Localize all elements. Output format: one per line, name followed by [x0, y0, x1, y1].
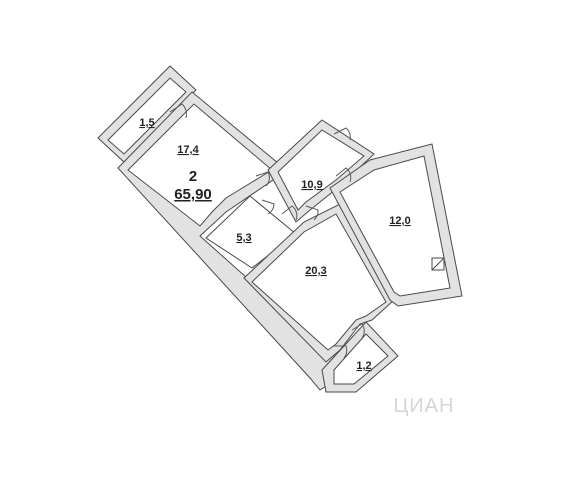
- room-large-area: [127, 103, 273, 227]
- balcony-top: [97, 65, 197, 163]
- label-room-center: 20,3: [305, 265, 326, 277]
- label-rooms-count: 2: [189, 168, 197, 185]
- label-hall: 10,9: [301, 179, 322, 191]
- label-balcony-bottom: 1,2: [356, 360, 371, 372]
- doors: [169, 103, 365, 359]
- room-center-walls: [243, 203, 395, 363]
- label-total-area: 65,90: [174, 186, 212, 203]
- watermark: ЦИАН: [394, 395, 455, 417]
- label-room-large: 17,4: [177, 144, 199, 156]
- room-right-walls: [329, 143, 463, 307]
- label-bathroom: 5,3: [236, 232, 251, 244]
- balcony-bottom: [321, 321, 399, 393]
- label-room-right: 12,0: [389, 215, 410, 227]
- label-balcony-top: 1,5: [139, 117, 154, 129]
